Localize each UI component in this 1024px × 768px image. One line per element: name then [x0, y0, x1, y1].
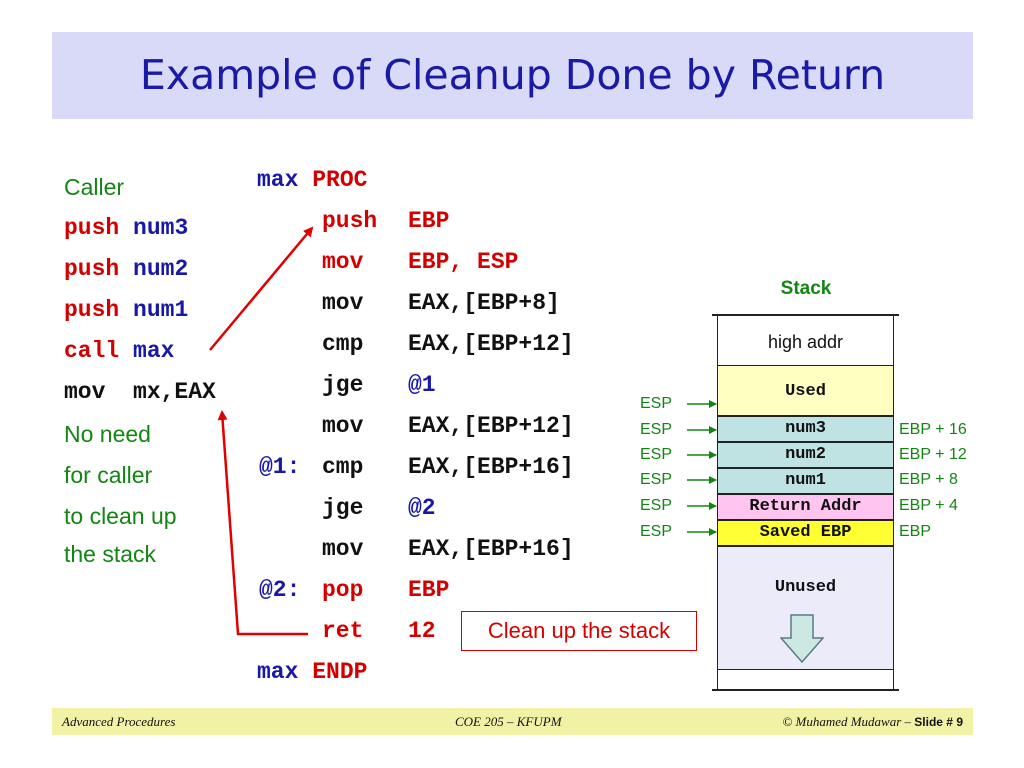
code-op: ret: [322, 618, 364, 644]
caller-label: Caller: [64, 174, 125, 200]
code-op: mov: [322, 249, 364, 275]
proc-name: max: [257, 167, 299, 193]
ebp-offset-label: EBP + 8: [899, 471, 958, 488]
stack-cell-saved-ebp: Saved EBP: [717, 520, 894, 546]
code-args: EBP: [408, 208, 450, 234]
code-args: 12: [408, 618, 436, 644]
caller-note: to clean up: [64, 503, 177, 529]
footer-author: © Muhamed Mudawar – Slide # 9: [760, 708, 963, 735]
proc-name: max: [257, 659, 299, 685]
ebp-offset-label: EBP + 16: [899, 421, 967, 438]
caller-note: No need: [64, 421, 151, 447]
caller-op: push: [64, 256, 120, 282]
code-label: @1:: [259, 454, 301, 480]
proc-header: max PROC: [257, 160, 367, 201]
code-args: EAX,[EBP+16]: [408, 454, 574, 480]
return-arrow: [217, 410, 308, 636]
caller-arg: max: [133, 338, 175, 364]
code-op: cmp: [322, 454, 364, 480]
esp-label: ESP: [640, 523, 673, 540]
code-args: EBP: [408, 577, 450, 603]
code-op: mov: [322, 413, 364, 439]
caller-note: for caller: [64, 462, 153, 488]
code-op: cmp: [322, 331, 364, 357]
stack-bottom-cap: [712, 689, 899, 691]
caller-arg: num2: [133, 256, 189, 282]
caller-op: push: [64, 297, 120, 323]
code-op: pop: [322, 577, 364, 603]
footer-bar: [52, 708, 973, 735]
caller-arg: num1: [133, 297, 189, 323]
caller-op: push: [64, 215, 120, 241]
proc-keyword: ENDP: [312, 659, 368, 685]
stack-cell-num3: num3: [717, 416, 894, 442]
caller-line: call max: [64, 331, 174, 372]
code-op: push: [322, 208, 378, 234]
esp-label: ESP: [640, 395, 673, 412]
slide-number: Slide # 9: [914, 715, 963, 729]
code-op: jge: [322, 372, 364, 398]
footer-copyright: © Muhamed Mudawar –: [782, 714, 915, 729]
ebp-offset-label: EBP + 12: [899, 446, 967, 463]
ebp-offset-label: EBP + 4: [899, 497, 958, 514]
stack-cell-num2: num2: [717, 442, 894, 468]
call-arrow: [209, 226, 314, 351]
stack-top-cap: [712, 314, 899, 316]
caller-arg: num3: [133, 215, 189, 241]
code-args: @2: [408, 495, 436, 521]
code-args: EAX,[EBP+8]: [408, 290, 560, 316]
footer-course-topic: Advanced Procedures: [62, 714, 176, 729]
code-args: EAX,[EBP+12]: [408, 413, 574, 439]
stack-cell-num1: num1: [717, 468, 894, 494]
stack-cell-return-addr: Return Addr: [717, 494, 894, 520]
caller-op: call: [64, 338, 120, 364]
proc-footer: max ENDP: [257, 652, 367, 693]
slide-title: Example of Cleanup Done by Return: [139, 51, 886, 99]
stack-title: Stack: [780, 278, 832, 299]
code-label: @2:: [259, 577, 301, 603]
code-args: EBP, ESP: [408, 249, 519, 275]
code-op: mov: [322, 290, 364, 316]
down-arrow-icon: [780, 614, 824, 664]
high-addr-label: high addr: [767, 332, 844, 352]
caller-mov-line: mov mx,EAX: [64, 379, 216, 405]
caller-line: push num1: [64, 290, 188, 331]
stack-used: Used: [717, 365, 894, 416]
cleanup-callout: Clean up the stack: [461, 611, 697, 651]
code-args: EAX,[EBP+12]: [408, 331, 574, 357]
proc-keyword: PROC: [312, 167, 368, 193]
ebp-offset-label: EBP: [899, 523, 932, 540]
esp-label: ESP: [640, 446, 673, 463]
code-op: jge: [322, 495, 364, 521]
code-op: mov: [322, 536, 364, 562]
esp-label: ESP: [640, 421, 673, 438]
code-args: @1: [408, 372, 436, 398]
caller-note: the stack: [64, 541, 157, 567]
code-args: EAX,[EBP+16]: [408, 536, 574, 562]
esp-label: ESP: [640, 497, 673, 514]
caller-line: push num2: [64, 249, 188, 290]
title-bar: [52, 32, 973, 119]
esp-label: ESP: [640, 471, 673, 488]
caller-line: push num3: [64, 208, 188, 249]
footer-course-code: COE 205 – KFUPM: [455, 714, 562, 729]
